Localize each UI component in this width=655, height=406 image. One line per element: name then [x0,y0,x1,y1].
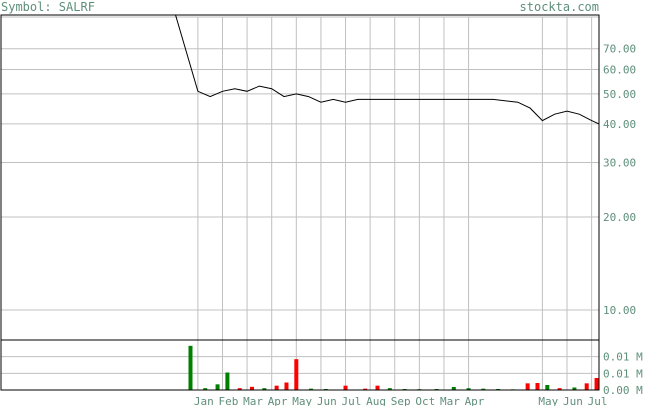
volume-tick-label: 0.00 M [603,384,643,397]
volume-bar [363,388,368,390]
volume-bar [481,388,486,390]
volume-tick-label: 0.01 M [603,367,643,380]
volume-bar [466,388,471,390]
volume-bar [203,388,208,390]
volume-bar [215,384,220,390]
month-label: Apr [268,395,288,406]
symbol-label: Symbol: SALRF [1,0,95,14]
volume-bar [525,383,530,390]
price-tick-label: 50.00 [603,88,636,101]
site-name: stockta.com [520,0,599,14]
volume-bar [545,385,550,390]
volume-bar [188,345,193,390]
volume-bar [225,372,230,390]
month-label: Jul [342,395,362,406]
month-label: May [538,395,558,406]
price-tick-label: 70.00 [603,43,636,56]
month-label: Mar [243,395,263,406]
price-panel-border [0,14,600,341]
month-label: Aug [366,395,386,406]
month-label: Sep [391,395,411,406]
volume-bar [237,388,242,390]
volume-bar [343,385,348,390]
volume-bar [535,383,540,390]
price-tick-label: 10.00 [603,304,636,317]
month-label: Apr [465,395,485,406]
volume-bar [262,388,267,390]
month-label: Jun [563,395,583,406]
volume-bar [294,359,299,390]
volume-panel: 0.01 M 0.01 M 0.00 M [0,339,643,397]
volume-bar [572,387,577,390]
month-label: Jan [194,395,214,406]
volume-bar [309,388,314,390]
volume-bar [274,385,279,390]
price-tick-label: 30.00 [603,157,636,170]
month-label: Jun [317,395,337,406]
volume-panel-border [0,339,600,391]
price-tick-label: 20.00 [603,211,636,224]
volume-bar [284,382,289,390]
volume-bar [387,388,392,390]
volume-tick-label: 0.01 M [603,351,643,364]
volume-bar [375,385,380,390]
price-tick-label: 60.00 [603,63,636,76]
price-tick-label: 40.00 [603,118,636,131]
volume-bar [594,378,599,390]
month-label: Jul [588,395,608,406]
volume-bar [451,387,456,390]
month-label: Feb [218,395,238,406]
price-line [175,15,599,125]
month-label: May [292,395,312,406]
x-axis: Jan Feb Mar Apr May Jun Jul Aug Sep Oct Mar Apr May J… [194,395,608,406]
month-label: Oct [415,395,435,406]
price-panel: 70.00 60.00 50.00 40.00 30.00 20.00 10.00 [0,14,636,341]
volume-bar [250,386,255,390]
month-label: Mar [440,395,460,406]
volume-bar [584,383,589,390]
volume-bar [557,388,562,390]
